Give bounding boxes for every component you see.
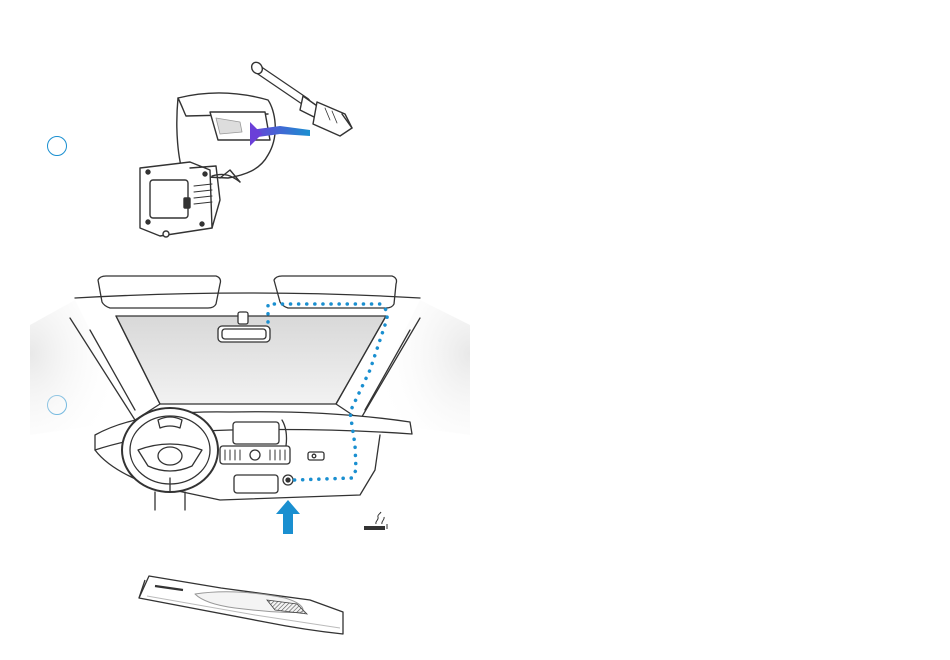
dash-camera-mount-icon (120, 50, 380, 240)
car-interior-icon (30, 270, 470, 540)
step-1-marker-icon (47, 136, 67, 156)
trim-removal-tool-icon (135, 570, 355, 645)
up-arrow-icon (276, 500, 300, 534)
cigarette-lighter-icon (362, 512, 392, 532)
